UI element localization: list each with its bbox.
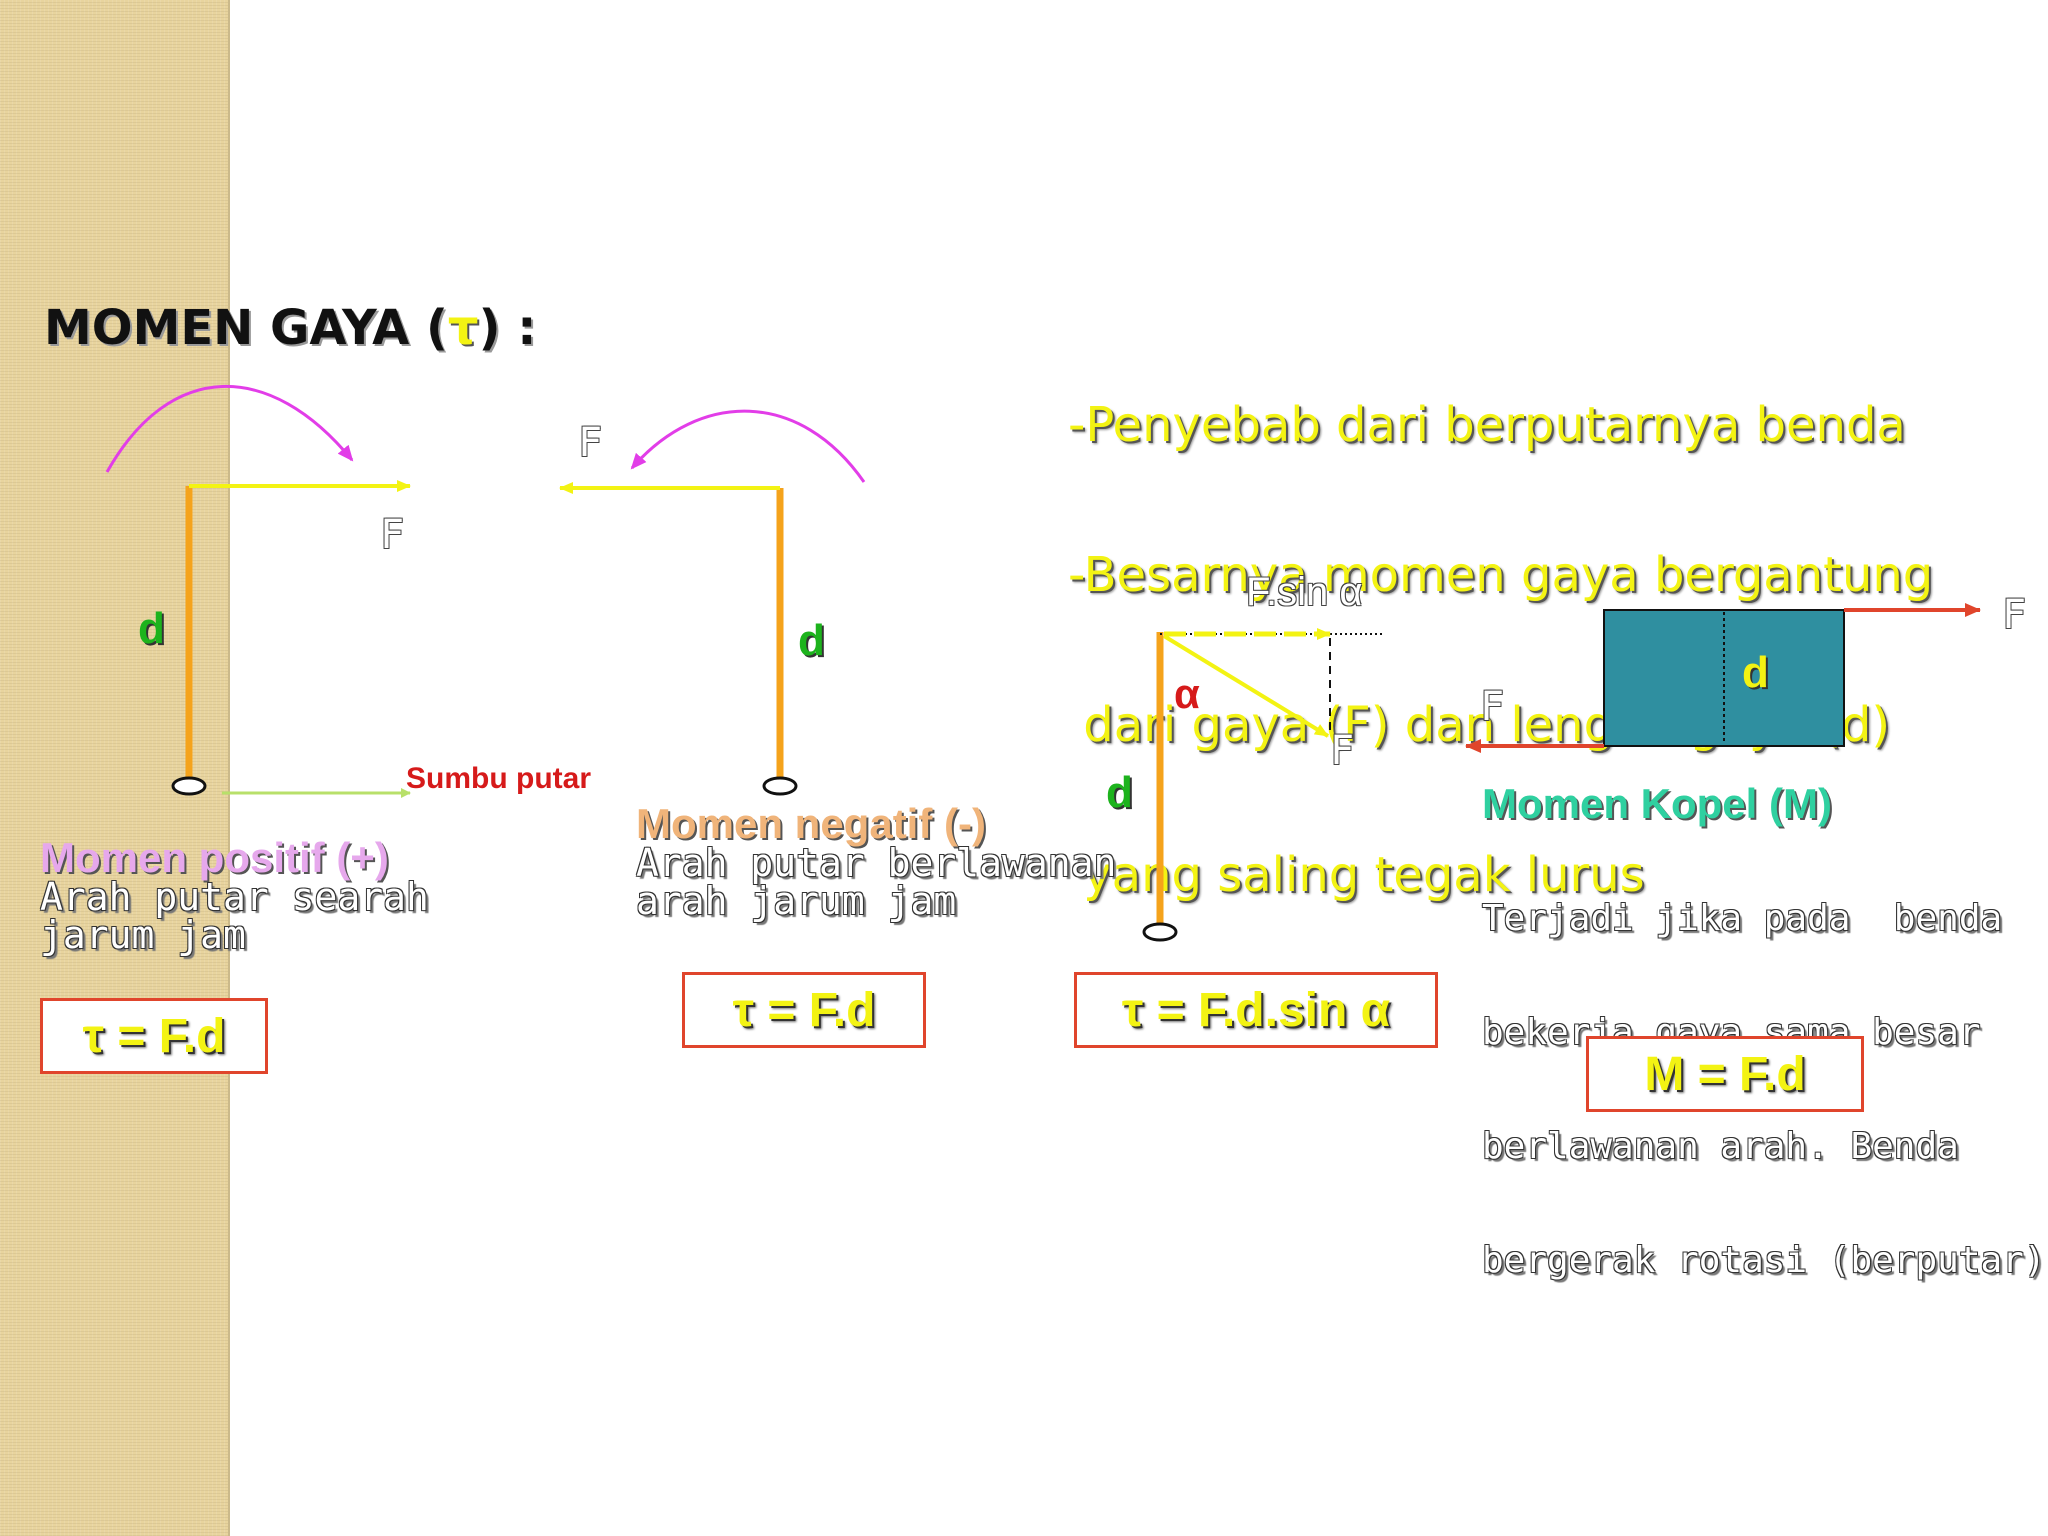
negative-moment-diagram [559, 409, 866, 796]
formula-text: τ = F.d [82, 1009, 226, 1063]
force-label: F [380, 512, 405, 558]
section-heading: Momen positif (+) [40, 834, 389, 881]
force-label: F [1330, 728, 1355, 774]
section-heading: Momen Kopel (M) [1482, 780, 1832, 827]
formula-text: τ = F.d.sin α [1121, 983, 1391, 1037]
arm-label: d [1106, 768, 1133, 817]
pivot-point [1142, 922, 1178, 942]
pivot-point [762, 776, 798, 796]
bullet-line: yang saling tegak lurus [1068, 847, 1645, 903]
formula-box: τ = F.d.sin α [1074, 972, 1438, 1048]
formula-text: M = F.d [1644, 1047, 1806, 1101]
counterclockwise-rotation-arrow [630, 409, 866, 483]
angle-label: α [1174, 670, 1200, 717]
section-heading: Momen negatif (-) [636, 800, 986, 847]
section-description: Arah putar searah jarum jam [40, 875, 429, 957]
tau-symbol: τ [447, 300, 479, 356]
bullet-line: -Besarnya momen gaya bergantung [1068, 547, 1934, 603]
bullet-line: -Penyebab dari berputarnya benda [1068, 397, 1906, 453]
positive-moment-diagram [105, 384, 411, 798]
force-label-left: F [1480, 684, 1505, 730]
formula-box: M = F.d [1586, 1036, 1864, 1112]
arm-label: d [1742, 648, 1769, 697]
formula-box: τ = F.d [682, 972, 926, 1048]
angled-force-diagram [1142, 628, 1382, 942]
formula-text: τ = F.d [732, 983, 876, 1037]
section-description: Arah putar berlawanan arah jarum jam [636, 841, 1117, 923]
axis-label: Sumbu putar [406, 762, 591, 795]
formula-box: τ = F.d [40, 998, 268, 1074]
arm-label: d [798, 616, 825, 665]
pivot-point [171, 776, 207, 796]
description-block: -Penyebab dari berputarnya benda -Besarn… [1068, 300, 1933, 950]
arm-label: d [138, 604, 165, 653]
component-label: F.sin α [1246, 570, 1363, 614]
force-arrow [1162, 634, 1330, 738]
page-title: MOMEN GAYA (τ) : [44, 300, 537, 356]
force-label: F [578, 420, 603, 466]
force-label-right: F [2002, 592, 2027, 638]
clockwise-rotation-arrow [105, 384, 354, 473]
couple-diagram [1465, 603, 1981, 753]
